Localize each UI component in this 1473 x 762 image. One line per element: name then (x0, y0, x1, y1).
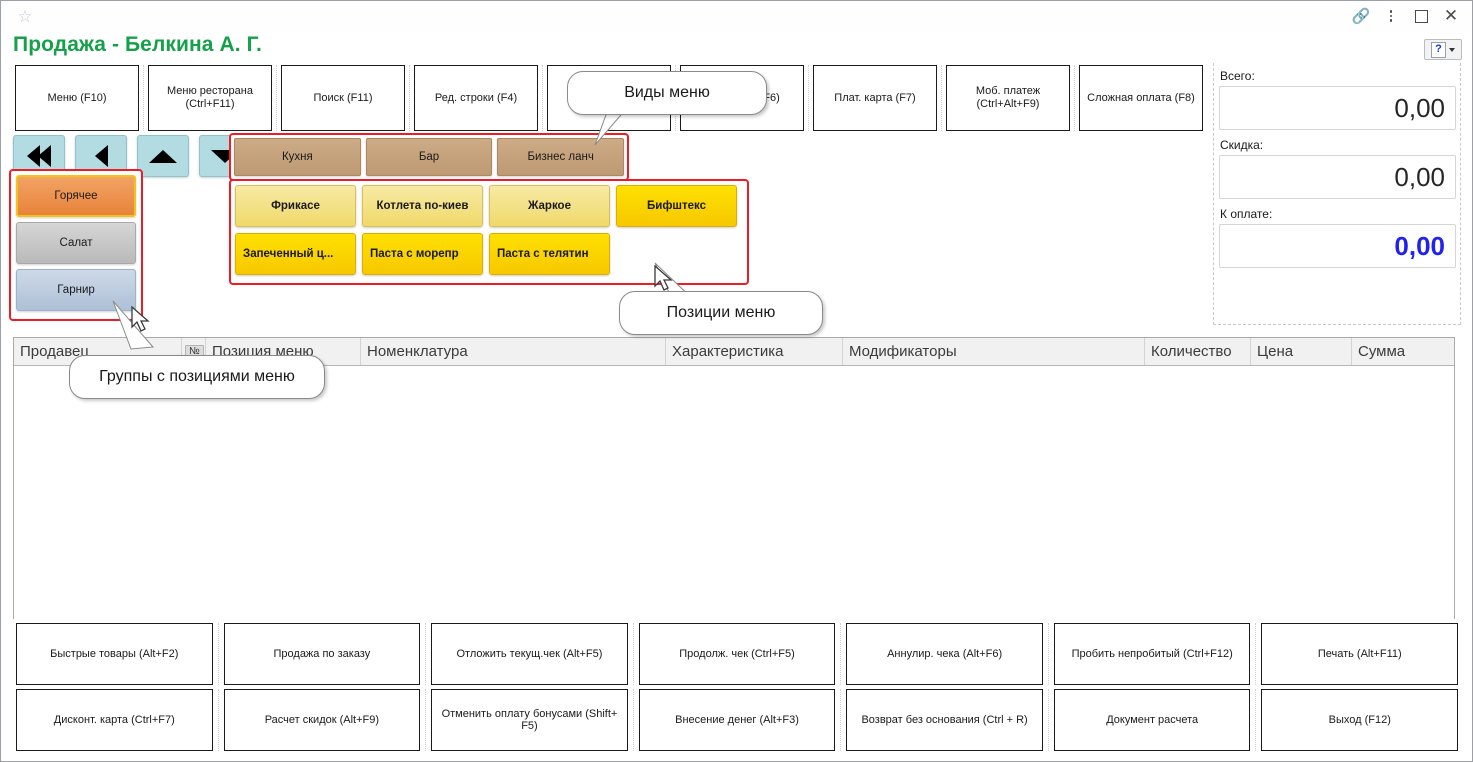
group-button-salad[interactable]: Салат (16, 222, 136, 264)
toolbar-cell: Поиск (F11) (277, 65, 410, 131)
dots-glyph (1389, 10, 1393, 22)
discount-label: Скидка: (1220, 138, 1264, 152)
bottom-button-annul-check[interactable]: Аннулир. чека (Alt+F6) (846, 623, 1043, 685)
menu-item-zharkoe[interactable]: Жаркое (489, 185, 610, 227)
up-icon[interactable] (137, 135, 189, 177)
bottom-button-cancel-bonus-payment[interactable]: Отменить оплату бонусами (Shift+ F5) (431, 689, 628, 751)
bottom-button-cash-in[interactable]: Внесение денег (Alt+F3) (638, 689, 836, 751)
menu-item-zapechenny[interactable]: Запеченный ц... (235, 233, 356, 275)
bottom-row-2: Дисконт. карта (Ctrl+F7) Расчет скидок (… (11, 689, 1463, 751)
menu-items-row: Запеченный ц... Паста с морепр Паста с т… (235, 233, 743, 275)
toolbar-button-menu[interactable]: Меню (F10) (15, 65, 139, 131)
bottom-button-return-no-base[interactable]: Возврат без основания (Ctrl + R) (846, 689, 1043, 751)
column-header-seller[interactable]: Продавец (14, 338, 182, 365)
maximize-icon[interactable] (1406, 1, 1436, 31)
total-label: Всего: (1220, 69, 1255, 83)
menu-items-row: Фрикасе Котлета по-киев Жаркое Бифштекс (235, 185, 743, 227)
payable-value: 0,00 (1219, 224, 1456, 268)
toolbar-button-complex-payment[interactable]: Сложная оплата (F8) (1079, 65, 1203, 131)
callout-menu-types: Виды меню (567, 71, 767, 115)
bottom-button-continue-check[interactable]: Продолж. чек (Ctrl+F5) (638, 623, 836, 685)
toolbar-button-mobile-payment[interactable]: Моб. платеж (Ctrl+Alt+F9) (946, 65, 1070, 131)
menu-item-pasta-more[interactable]: Паста с морепр (362, 233, 483, 275)
callout-menu-items: Позиции меню (619, 291, 823, 335)
column-header-sum[interactable]: Сумма (1358, 343, 1406, 360)
link-icon[interactable]: 🔗 (1351, 8, 1371, 25)
toolbar-cell: Сложная оплата (F8) (1075, 65, 1207, 131)
total-value: 0,00 (1219, 86, 1456, 130)
group-button-hot[interactable]: Горячее (16, 175, 136, 217)
help-button[interactable]: ? (1424, 39, 1462, 60)
menu-item-bifshteks[interactable]: Бифштекс (616, 185, 737, 227)
more-menu-icon[interactable] (1376, 1, 1406, 31)
bottom-button-sale-by-order[interactable]: Продажа по заказу (223, 623, 421, 685)
menu-groups-panel: Горячее Салат Гарнир (9, 169, 143, 321)
column-header-nomenclature[interactable]: Номенклатура (361, 338, 666, 365)
toolbar-cell: Ред. строки (F4) (410, 65, 543, 131)
toolbar-cell: Меню ресторана (Ctrl+F11) (144, 65, 277, 131)
star-icon[interactable]: ☆ (17, 7, 33, 26)
toolbar-button-search[interactable]: Поиск (F11) (281, 65, 405, 131)
menu-item-kotleta[interactable]: Котлета по-киев (362, 185, 483, 227)
column-header-quantity[interactable]: Количество (1145, 338, 1251, 365)
receipt-table: Продавец № Позиция меню Номенклатура Хар… (13, 337, 1455, 619)
title-bar: ☆ 🔗 ✕ (1, 1, 1472, 31)
toolbar-cell: Меню (F10) (11, 65, 144, 131)
chevron-down-icon (1449, 47, 1455, 52)
bottom-button-discount-card[interactable]: Дисконт. карта (Ctrl+F7) (16, 689, 213, 751)
table-body[interactable] (14, 366, 1454, 619)
menu-item-fricassee[interactable]: Фрикасе (235, 185, 356, 227)
bottom-button-print[interactable]: Печать (Alt+F11) (1261, 623, 1459, 685)
bottom-button-quick-goods[interactable]: Быстрые товары (Alt+F2) (16, 623, 213, 685)
question-icon: ? (1431, 41, 1446, 58)
bottom-button-settlement-doc[interactable]: Документ расчета (1053, 689, 1251, 751)
bottom-button-exit[interactable]: Выход (F12) (1261, 689, 1459, 751)
menu-type-bar[interactable]: Бар (365, 138, 493, 176)
column-header-modifiers[interactable]: Модификаторы (843, 338, 1145, 365)
menu-item-pasta-telya[interactable]: Паста с телятин (489, 233, 610, 275)
toolbar-cell: Моб. платеж (Ctrl+Alt+F9) (942, 65, 1075, 131)
window-controls: 🔗 ✕ (1346, 1, 1466, 31)
toolbar-button-edit-row[interactable]: Ред. строки (F4) (414, 65, 538, 131)
toolbar-button-card[interactable]: Плат. карта (F7) (813, 65, 937, 131)
close-icon[interactable]: ✕ (1443, 6, 1459, 25)
bottom-toolbar: Быстрые товары (Alt+F2) Продажа по заказ… (11, 623, 1463, 753)
toolbar-cell: Плат. карта (F7) (809, 65, 942, 131)
menu-items-panel: Фрикасе Котлета по-киев Жаркое Бифштекс … (229, 179, 749, 285)
bottom-button-calc-discounts[interactable]: Расчет скидок (Alt+F9) (223, 689, 421, 751)
totals-panel: Всего: 0,00 Скидка: 0,00 К оплате: 0,00 (1213, 63, 1461, 325)
page-title: Продажа - Белкина А. Г. (13, 33, 262, 56)
bottom-button-punch-unpunched[interactable]: Пробить непробитый (Ctrl+F12) (1053, 623, 1251, 685)
callout-groups: Группы с позициями меню (69, 355, 325, 399)
column-header-price[interactable]: Цена (1251, 338, 1352, 365)
discount-value: 0,00 (1219, 155, 1456, 199)
bottom-row-1: Быстрые товары (Alt+F2) Продажа по заказ… (11, 623, 1463, 685)
mouse-cursor-icon (654, 265, 673, 291)
bottom-button-defer-check[interactable]: Отложить текущ.чек (Alt+F5) (431, 623, 628, 685)
toolbar-button-restaurant-menu[interactable]: Меню ресторана (Ctrl+F11) (148, 65, 272, 131)
column-header-characteristic[interactable]: Характеристика (666, 338, 843, 365)
menu-type-kitchen[interactable]: Кухня (234, 138, 361, 176)
payable-label: К оплате: (1220, 207, 1273, 221)
menu-type-business[interactable]: Бизнес ланч (497, 138, 625, 176)
mouse-cursor-icon (131, 306, 150, 332)
